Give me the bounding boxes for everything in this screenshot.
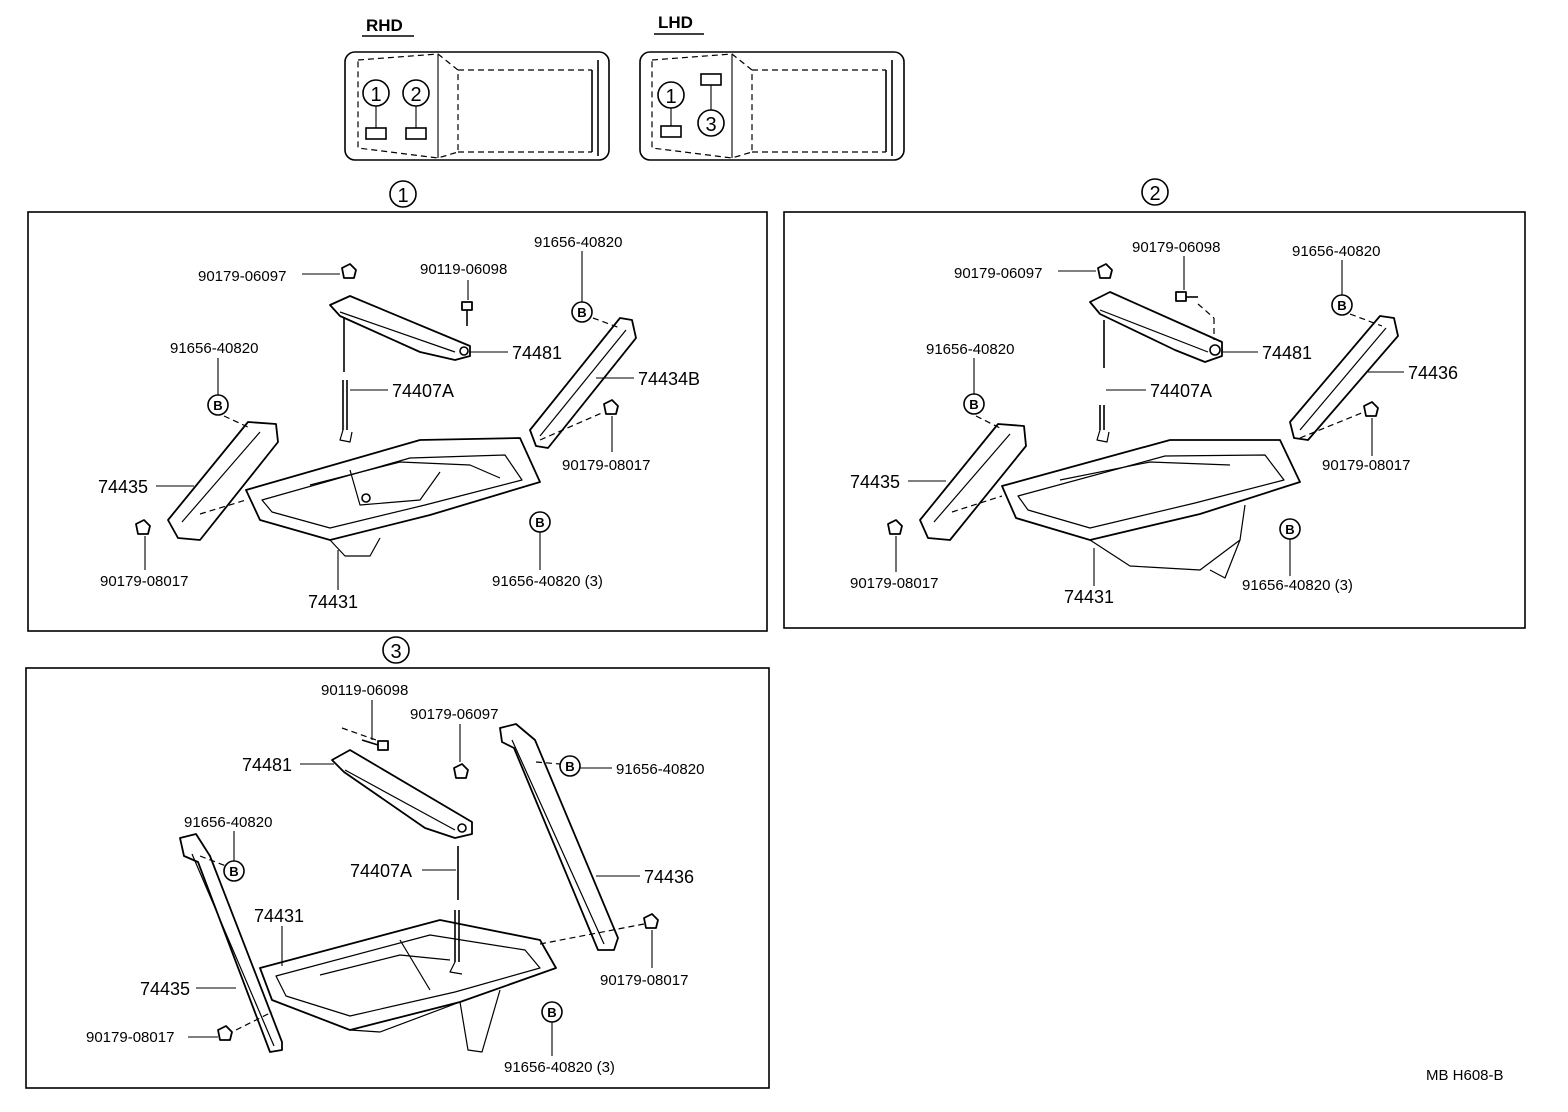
panel-2-brace-left (919, 423, 1027, 541)
panel-2-label-brace-left: 74435 (850, 472, 900, 492)
panel-2-marker: 2 (1149, 183, 1160, 205)
panel-3-label-clip-bottom: 91656-40820 (3) (504, 1059, 615, 1076)
panel-1-nut-left (135, 519, 151, 535)
panel-2-tray (1001, 439, 1301, 579)
panel-1-label-nut-right: 90179-08017 (562, 457, 650, 474)
svg-text:B: B (969, 397, 978, 412)
panel-2-label-bolt-top: 90179-06098 (1132, 239, 1220, 256)
panel-3-clip-right: B (559, 755, 581, 777)
overview-rhd: RHD 1 2 (344, 16, 610, 161)
panel-1-label-brace-left: 74435 (98, 477, 148, 497)
panel-1-tray (245, 437, 541, 557)
panel-2-frame (783, 211, 1526, 629)
panel-1-frame (27, 211, 768, 632)
panel-3-clip-bottom: B (541, 1001, 563, 1023)
panel-1-label-nut-top: 90179-06097 (198, 268, 286, 285)
panel-3-nut-right (643, 913, 659, 929)
panel-3-label-nut-left: 90179-08017 (86, 1029, 174, 1046)
panel-3-label-hold-down: 74481 (242, 755, 292, 775)
panel-2-rod (1096, 320, 1110, 443)
panel-1-clip-left: B (207, 394, 229, 416)
diagram-code: MB H608-B (1426, 1067, 1504, 1084)
panel-3-label-brace-left: 74435 (140, 979, 190, 999)
panel-3-rod (449, 846, 463, 975)
panel-1-label-clip-left: 91656-40820 (170, 340, 258, 357)
panel-1-bolt-top (461, 301, 473, 326)
panel-2-label-brace-right: 74436 (1408, 363, 1458, 383)
panel-3-frame (25, 667, 770, 1089)
overview-lhd: LHD 1 3 (639, 13, 905, 161)
panel-2-label-hold-down: 74481 (1262, 343, 1312, 363)
rhd-marker-1: 1 (370, 84, 381, 106)
rhd-title: RHD (366, 16, 403, 35)
lhd-marker-3: 3 (705, 114, 716, 136)
panel-1-label-clip-right: 91656-40820 (534, 234, 622, 251)
panel-2-label-clip-bottom: 91656-40820 (3) (1242, 577, 1353, 594)
panel-3-clip-left: B (223, 860, 245, 882)
panel-3-nut-left (217, 1025, 233, 1041)
panel-2-label-tray: 74431 (1064, 587, 1114, 607)
panel-1-clip-right: B (571, 301, 593, 323)
svg-text:B: B (1337, 298, 1346, 313)
panel-3-label-nut-top: 90179-06097 (410, 706, 498, 723)
panel-3-brace-left (179, 833, 283, 1053)
svg-text:B: B (577, 305, 586, 320)
panel-3-label-bolt-top: 90119-06098 (321, 682, 408, 699)
panel-1-label-bolt-top: 90119-06098 (420, 261, 507, 278)
panel-2-nut-top (1097, 263, 1113, 279)
panel-1-hold-down (329, 295, 471, 361)
panel-1-nut-right (603, 399, 619, 415)
panel-1-label-clip-bottom: 91656-40820 (3) (492, 573, 603, 590)
panel-3-nut-top (453, 763, 469, 779)
panel-2-label-nut-top: 90179-06097 (954, 265, 1042, 282)
panel-3-label-clip-left: 91656-40820 (184, 814, 272, 831)
rhd-marker-2: 2 (410, 84, 421, 106)
panel-3-label-brace-right: 74436 (644, 867, 694, 887)
lhd-marker-1: 1 (665, 86, 676, 108)
svg-text:B: B (213, 398, 222, 413)
panel-3-label-tray: 74431 (254, 906, 304, 926)
panel-1-brace-left (167, 421, 279, 541)
panel-1-rod (339, 318, 353, 443)
panel-1-marker: 1 (397, 185, 408, 207)
panel-1: 1 (27, 180, 768, 632)
svg-text:B: B (229, 864, 238, 879)
panel-3-label-rod: 74407A (350, 861, 412, 881)
panel-3-bolt-top (361, 739, 389, 751)
panel-2-label-clip-right: 91656-40820 (1292, 243, 1380, 260)
panel-2-nut-left (887, 519, 903, 535)
panel-1-label-rod: 74407A (392, 381, 454, 401)
panel-1-label-tray: 74431 (308, 592, 358, 612)
panel-2-clip-left: B (963, 393, 985, 415)
panel-1-label-hold-down: 74481 (512, 343, 562, 363)
panel-1-nut-top (341, 263, 357, 279)
panel-2-label-clip-left: 91656-40820 (926, 341, 1014, 358)
panel-3: 3 (25, 636, 770, 1089)
panel-2-clip-right: B (1331, 294, 1353, 316)
panel-3-label-nut-right: 90179-08017 (600, 972, 688, 989)
panel-2: 2 (783, 178, 1526, 629)
lhd-title: LHD (658, 13, 693, 32)
svg-text:B: B (565, 759, 574, 774)
panel-3-tray (259, 919, 557, 1053)
panel-2-nut-right (1363, 401, 1379, 417)
svg-text:B: B (1285, 522, 1294, 537)
panel-3-brace-right (499, 723, 619, 951)
panel-1-label-nut-left: 90179-08017 (100, 573, 188, 590)
panel-2-clip-bottom: B (1279, 518, 1301, 540)
svg-text:B: B (547, 1005, 556, 1020)
panel-1-clip-bottom: B (529, 511, 551, 533)
svg-text:B: B (535, 515, 544, 530)
panel-2-label-rod: 74407A (1150, 381, 1212, 401)
panel-2-label-nut-left: 90179-08017 (850, 575, 938, 592)
panel-3-marker: 3 (390, 641, 401, 663)
panel-3-label-clip-right: 91656-40820 (616, 761, 704, 778)
panel-2-bolt-top (1175, 291, 1198, 302)
panel-2-hold-down (1089, 291, 1223, 363)
panel-2-label-nut-right: 90179-08017 (1322, 457, 1410, 474)
panel-1-label-brace-right: 74434B (638, 369, 700, 389)
panel-3-hold-down (331, 749, 473, 839)
